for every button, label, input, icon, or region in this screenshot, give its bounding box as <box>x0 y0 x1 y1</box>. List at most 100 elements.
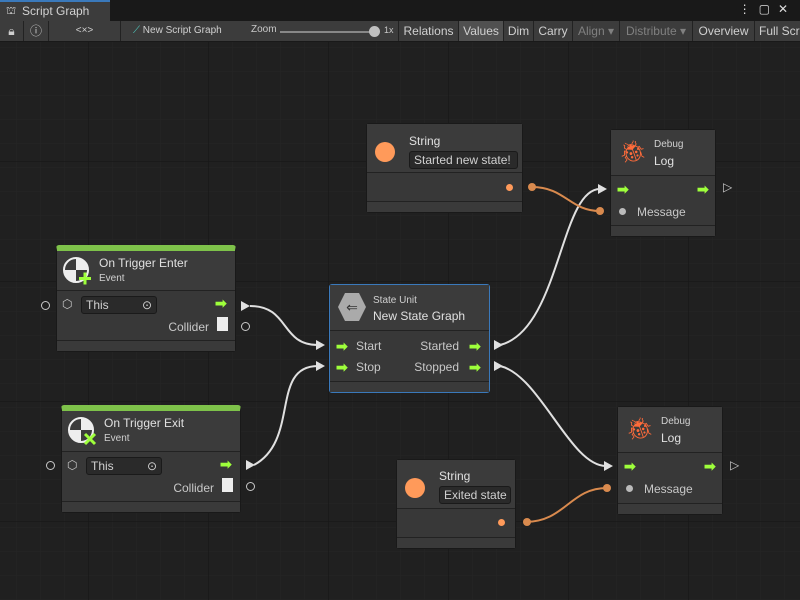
trigger-output-arrow-icon[interactable]: ➡ <box>220 456 232 472</box>
wire-endpoint <box>596 207 604 215</box>
object-picker-icon[interactable]: ⊙ <box>141 298 152 312</box>
target-field[interactable]: This⊙ <box>81 296 157 314</box>
full-screen-button[interactable]: Full Scr <box>755 21 800 41</box>
log-control-input-port[interactable] <box>604 461 613 471</box>
on-trigger-enter-node[interactable]: On Trigger Enter Event ⬡ This⊙ ➡ Collide… <box>56 245 236 352</box>
node-title: String <box>409 134 441 148</box>
state-unit-node[interactable]: ⇐ State Unit New State Graph ➡ Start Sta… <box>329 284 490 393</box>
code-button[interactable]: <×> <box>49 21 121 41</box>
close-icon[interactable]: ✕ <box>777 2 796 16</box>
event-enter-icon <box>63 257 91 285</box>
gameobject-icon: ⬡ <box>67 458 78 472</box>
string-value-field[interactable]: Exited state <box>439 486 511 504</box>
values-button[interactable]: Values <box>459 21 504 41</box>
plus-icon <box>79 272 91 285</box>
message-port[interactable] <box>619 208 626 215</box>
overview-button[interactable]: Overview <box>693 21 755 41</box>
string-output-port[interactable] <box>506 184 513 191</box>
distribute-dropdown[interactable]: Distribute ▾ <box>620 21 693 41</box>
graph-breadcrumb[interactable]: ⟋ New Script Graph <box>133 25 222 36</box>
stopped-arrow-icon[interactable]: ➡ <box>469 359 481 375</box>
message-port[interactable] <box>626 485 633 492</box>
x-icon <box>83 432 97 446</box>
align-dropdown[interactable]: Align ▾ <box>573 21 620 41</box>
value-wire <box>531 186 601 212</box>
zoom-slider-handle[interactable] <box>369 26 380 37</box>
stop-input-port[interactable] <box>316 361 325 371</box>
debug-log-node[interactable]: 🐞︎ Debug Log ➡ ➡ Message <box>617 406 723 515</box>
log-control-input-port[interactable] <box>598 184 607 194</box>
control-wire <box>253 365 319 466</box>
node-subtitle: Event <box>104 433 130 444</box>
wire-endpoint <box>603 484 611 492</box>
window-controls[interactable]: ⋮▢✕ <box>739 2 796 16</box>
collider-label: Collider <box>168 320 209 334</box>
bug-icon: 🐞︎ <box>619 139 647 164</box>
start-input-port[interactable] <box>316 340 325 350</box>
lock-button[interactable]: 🔒︎ <box>0 21 24 41</box>
control-wire <box>249 305 319 346</box>
bug-icon: 🐞︎ <box>626 416 654 441</box>
info-button[interactable]: ⓘ <box>24 21 49 41</box>
value-wire <box>524 487 608 523</box>
node-title: String <box>439 469 471 483</box>
control-output-arrow-icon[interactable]: ➡ <box>697 181 709 197</box>
debug-log-node[interactable]: 🐞︎ Debug Log ➡ ➡ Message <box>610 129 716 237</box>
node-title: Log <box>661 431 682 445</box>
stopped-output-port[interactable] <box>494 361 503 371</box>
collider-output-port[interactable] <box>246 482 255 491</box>
control-output-arrow-icon[interactable]: ➡ <box>704 458 716 474</box>
control-wire <box>499 188 601 346</box>
target-field[interactable]: This⊙ <box>86 457 162 475</box>
zoom-slider[interactable] <box>280 31 374 33</box>
control-output-port[interactable]: ▷ <box>723 180 733 194</box>
zoom-label: Zoom <box>251 24 277 35</box>
control-input-arrow-icon[interactable]: ➡ <box>617 181 629 197</box>
maximize-icon[interactable]: ▢ <box>758 2 778 16</box>
gameobject-icon: ⬡ <box>62 297 73 311</box>
wire-endpoint <box>523 518 531 526</box>
collider-label: Collider <box>173 481 214 495</box>
target-input-port[interactable] <box>46 461 55 470</box>
on-trigger-exit-node[interactable]: On Trigger Exit Event ⬡ This⊙ ➡ Collider <box>61 405 241 513</box>
relations-button[interactable]: Relations <box>398 21 459 41</box>
control-input-arrow-icon[interactable]: ➡ <box>624 458 636 474</box>
started-label: Started <box>420 339 459 353</box>
node-category: Debug <box>654 139 684 150</box>
stop-label: Stop <box>356 360 381 374</box>
message-label: Message <box>637 205 686 219</box>
graph-icon: ⟋ <box>133 25 140 36</box>
string-node[interactable]: String Started new state! <box>366 123 523 213</box>
collider-document-icon <box>222 478 233 492</box>
trigger-output-port[interactable] <box>241 301 250 311</box>
string-value-field[interactable]: Started new state! <box>409 151 518 169</box>
message-label: Message <box>644 482 693 496</box>
string-output-port[interactable] <box>498 519 505 526</box>
carry-button[interactable]: Carry <box>534 21 573 41</box>
toolbar: 🔒︎ ⓘ <×> ⟋ New Script Graph Zoom 1x Rela… <box>0 21 800 42</box>
string-icon <box>405 478 425 498</box>
started-output-port[interactable] <box>494 340 503 350</box>
stop-arrow-icon[interactable]: ➡ <box>336 359 348 375</box>
node-title: New State Graph <box>373 309 466 323</box>
hierarchy-icon: ⛫ <box>6 5 17 17</box>
node-subtitle: State Unit <box>373 295 417 306</box>
string-icon <box>375 142 395 162</box>
string-node[interactable]: String Exited state <box>396 459 516 549</box>
node-title: On Trigger Exit <box>104 416 185 430</box>
started-arrow-icon[interactable]: ➡ <box>469 338 481 354</box>
object-picker-icon[interactable]: ⊙ <box>146 459 157 473</box>
lock-icon: 🔒︎ <box>8 24 15 38</box>
target-input-port[interactable] <box>41 301 50 310</box>
tab-script-graph[interactable]: ⛫Script Graph <box>0 0 110 21</box>
trigger-output-arrow-icon[interactable]: ➡ <box>215 295 227 311</box>
stopped-label: Stopped <box>414 360 459 374</box>
event-exit-icon <box>68 417 97 446</box>
start-arrow-icon[interactable]: ➡ <box>336 338 348 354</box>
control-output-port[interactable]: ▷ <box>730 458 740 472</box>
node-title: Log <box>654 154 675 168</box>
dim-button[interactable]: Dim <box>504 21 534 41</box>
collider-output-port[interactable] <box>241 322 250 331</box>
more-icon[interactable]: ⋮ <box>738 2 759 16</box>
trigger-output-port[interactable] <box>246 460 255 470</box>
